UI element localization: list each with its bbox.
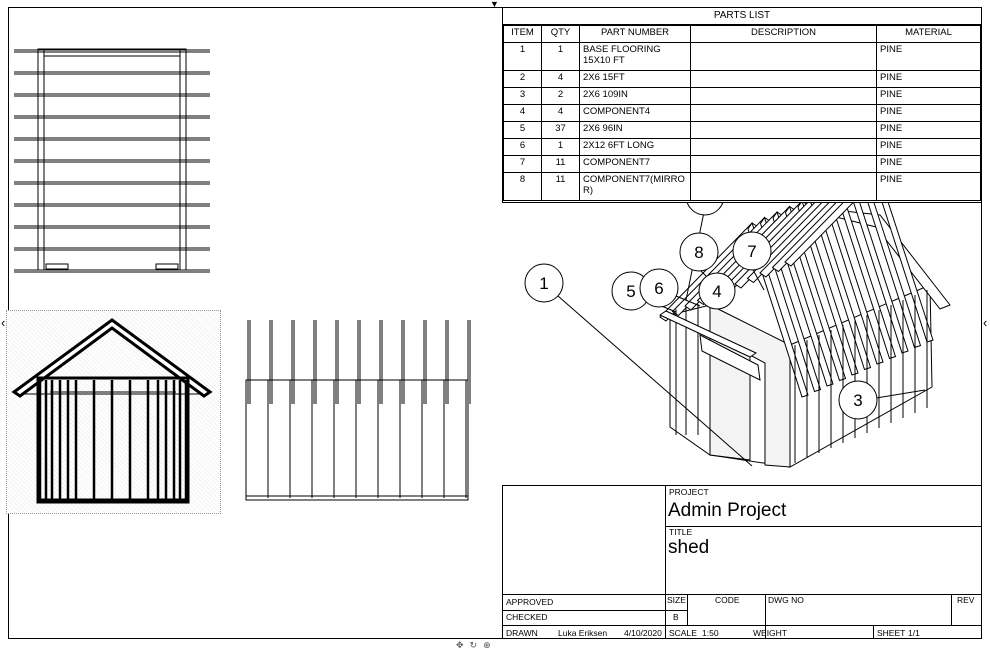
cell-qty: 4 [541,70,580,88]
cell-material: PINE [876,155,981,173]
cell-description [690,70,877,88]
drawn-label: DRAWN [506,628,538,638]
cell-item: 4 [503,104,542,122]
rotate-icon[interactable]: ↻ [469,640,484,650]
sheet-value: 1/1 [908,628,920,638]
approved-label: APPROVED [506,597,554,607]
header-description: DESCRIPTION [690,25,877,43]
cell-qty: 2 [541,87,580,105]
table-row[interactable]: 3 2 2X6 109IN PINE [503,87,981,105]
cell-part-number: COMPONENT7(MIRROR) [579,172,691,201]
cell-description [690,87,877,105]
side-view-drawing[interactable] [244,318,472,504]
checked-label: CHECKED [506,612,548,622]
weight-label: WEIGHT [753,628,787,638]
cell-item: 7 [503,155,542,173]
cell-qty: 4 [541,104,580,122]
svg-text:8: 8 [694,243,703,262]
cell-item: 3 [503,87,542,105]
cell-part-number: 2X6 15FT [579,70,691,88]
cell-item: 2 [503,70,542,88]
rev-label: REV [957,595,975,605]
code-label: CODE [715,595,740,605]
table-row[interactable]: 7 11 COMPONENT7 PINE [503,155,981,173]
left-center-marker: ‹ [1,315,6,330]
cell-description [690,172,877,201]
header-material: MATERIAL [876,25,981,43]
cell-qty: 37 [541,121,580,139]
cell-description [690,155,877,173]
cell-description [690,121,877,139]
balloon-1[interactable]: 1 [524,263,564,303]
parts-list-header-row: ITEM QTY PART NUMBER DESCRIPTION MATERIA… [503,25,981,43]
header-item: ITEM [503,25,542,43]
cell-part-number: 2X6 109IN [579,87,691,105]
cell-item: 1 [503,42,542,71]
cell-qty: 11 [541,155,580,173]
balloon-4[interactable]: 4 [698,272,736,310]
front-view-drawing[interactable] [10,318,215,508]
dwg-no-label: DWG NO [768,595,804,605]
cell-qty: 11 [541,172,580,201]
balloon-6[interactable]: 6 [639,268,679,308]
table-row[interactable]: 4 4 COMPONENT4 PINE [503,104,981,122]
title-block[interactable]: PROJECT Admin Project TITLE shed APPROVE… [502,485,982,639]
svg-text:3: 3 [853,391,862,410]
cell-material: PINE [876,138,981,156]
sheet-label: SHEET [877,628,906,638]
svg-text:7: 7 [747,242,756,261]
svg-text:5: 5 [626,282,635,301]
cell-part-number: BASE FLOORING 15X10 FT [579,42,691,71]
top-view-drawing[interactable] [12,46,212,276]
top-center-marker: ▼ [490,0,499,9]
balloon-3[interactable]: 3 [838,380,878,420]
project-label: PROJECT [669,487,709,497]
table-row[interactable]: 1 1 BASE FLOORING 15X10 FT PINE [503,42,981,71]
cell-item: 8 [503,172,542,201]
zoom-icon[interactable]: ⊕ [483,640,497,650]
scale-label: SCALE [669,628,697,638]
header-part-number: PART NUMBER [579,25,691,43]
cell-part-number: 2X12 6FT LONG [579,138,691,156]
cell-material: PINE [876,87,981,105]
project-name: Admin Project [668,500,787,521]
title-label: TITLE [669,527,693,537]
cell-material: PINE [876,70,981,88]
size-label: SIZE [667,595,686,605]
view-tools[interactable]: ✥↻⊕ [456,640,497,650]
cell-material: PINE [876,42,981,71]
parts-list-table[interactable]: PARTS LIST ITEM QTY PART NUMBER DESCRIPT… [502,7,982,203]
header-qty: QTY [541,25,580,43]
pan-icon[interactable]: ✥ [456,640,470,650]
cell-material: PINE [876,104,981,122]
cell-part-number: 2X6 96IN [579,121,691,139]
table-row[interactable]: 5 37 2X6 96IN PINE [503,121,981,139]
cell-description [690,42,877,71]
table-row[interactable]: 8 11 COMPONENT7(MIRROR) PINE [503,172,981,201]
cell-item: 5 [503,121,542,139]
table-row[interactable]: 2 4 2X6 15FT PINE [503,70,981,88]
size-value: B [673,612,679,622]
cell-part-number: COMPONENT4 [579,104,691,122]
cell-part-number: COMPONENT7 [579,155,691,173]
svg-text:4: 4 [712,282,721,301]
cell-material: PINE [876,121,981,139]
svg-text:6: 6 [654,279,663,298]
scale-value: 1:50 [702,628,719,638]
parts-list-title: PARTS LIST [503,8,981,25]
drawn-date: 4/10/2020 [624,628,662,638]
cell-qty: 1 [541,138,580,156]
cell-item: 6 [503,138,542,156]
cell-qty: 1 [541,42,580,71]
cell-material: PINE [876,172,981,201]
cell-description [690,104,877,122]
right-center-marker: ‹ [983,315,988,330]
table-row[interactable]: 6 1 2X12 6FT LONG PINE [503,138,981,156]
drawn-by: Luka Eriksen [558,628,608,638]
balloon-7[interactable]: 7 [732,231,772,271]
cell-description [690,138,877,156]
balloon-8[interactable]: 8 [679,232,719,272]
svg-text:1: 1 [539,274,548,293]
drawing-title: shed [668,537,710,558]
